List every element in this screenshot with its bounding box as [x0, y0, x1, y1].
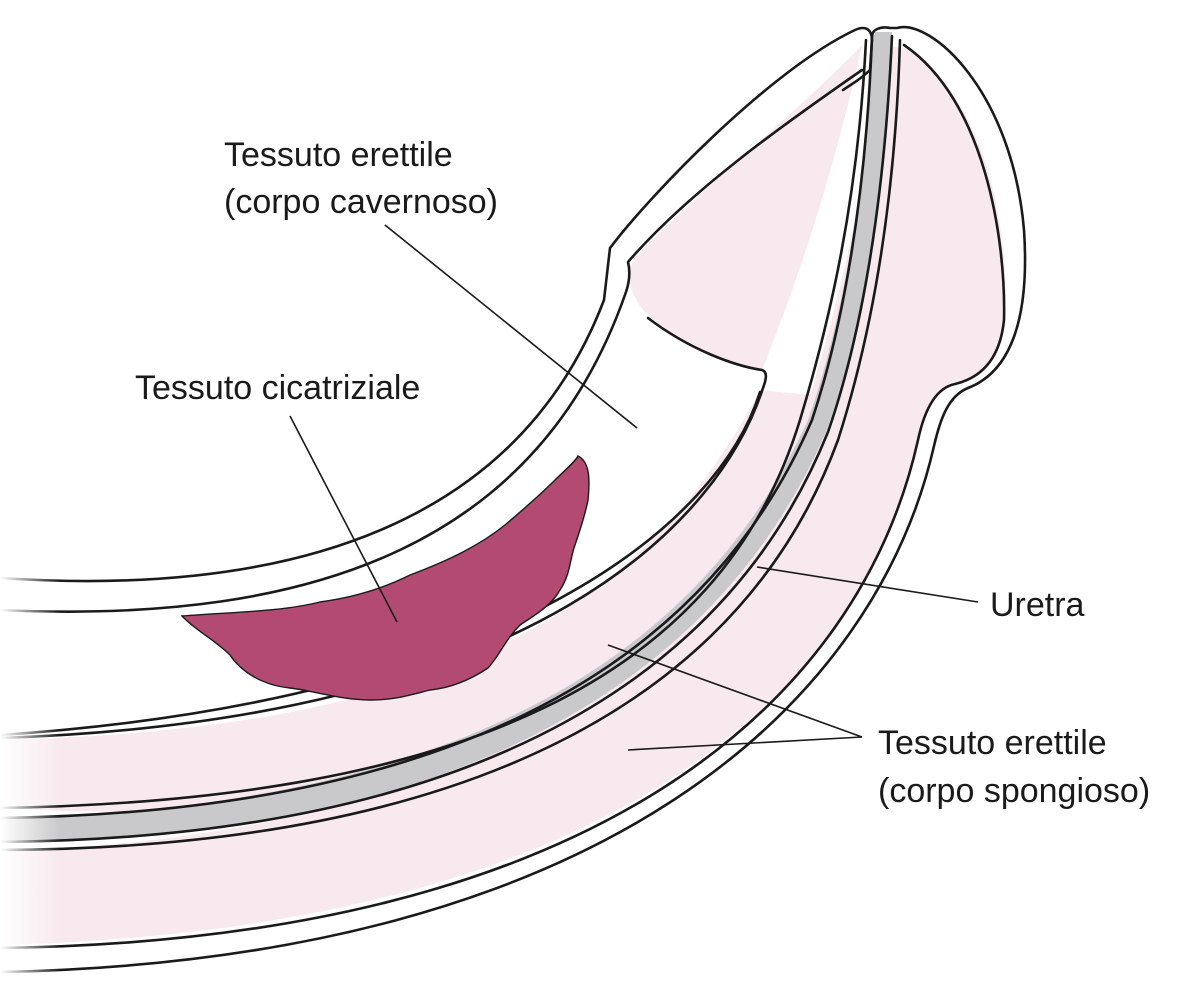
leader-corpus-spongiosum-upper — [607, 644, 863, 738]
glans-inner-contour — [0, 43, 1006, 950]
label-corpus-spongiosum-line1: Tessuto erettile — [878, 724, 1107, 762]
label-corpus-cavernosum-line1: Tessuto erettile — [224, 136, 453, 174]
corpus-cavernosum-lower-line — [0, 390, 762, 737]
urethra-top-line — [0, 34, 874, 820]
label-corpus-cavernosum-line2: (corpo cavernoso) — [224, 183, 498, 221]
left-fade — [0, 560, 60, 980]
urethra-channel — [0, 32, 892, 842]
scar-tissue-plaque — [180, 455, 590, 701]
urethra-bottom-line — [0, 34, 894, 844]
corpus-spongiosum — [0, 45, 1006, 945]
corpus-cavernosum-inner-top — [0, 68, 864, 613]
glans-outer-contour — [0, 25, 1027, 974]
leader-scar-tissue — [289, 415, 398, 623]
glans-left — [629, 45, 862, 370]
label-urethra: Uretra — [990, 586, 1085, 624]
leader-corpus-cavernosum — [384, 224, 638, 429]
spongiosum-upper-band — [0, 390, 810, 812]
leader-urethra — [756, 566, 979, 603]
leader-corpus-spongiosum-lower — [627, 736, 863, 751]
corpus-cavernosum — [0, 40, 862, 735]
label-scar-tissue: Tessuto cicatriziale — [135, 369, 420, 407]
spongiosum-outer-line — [0, 38, 902, 852]
label-corpus-spongiosum-line2: (corpo spongioso) — [878, 772, 1150, 810]
